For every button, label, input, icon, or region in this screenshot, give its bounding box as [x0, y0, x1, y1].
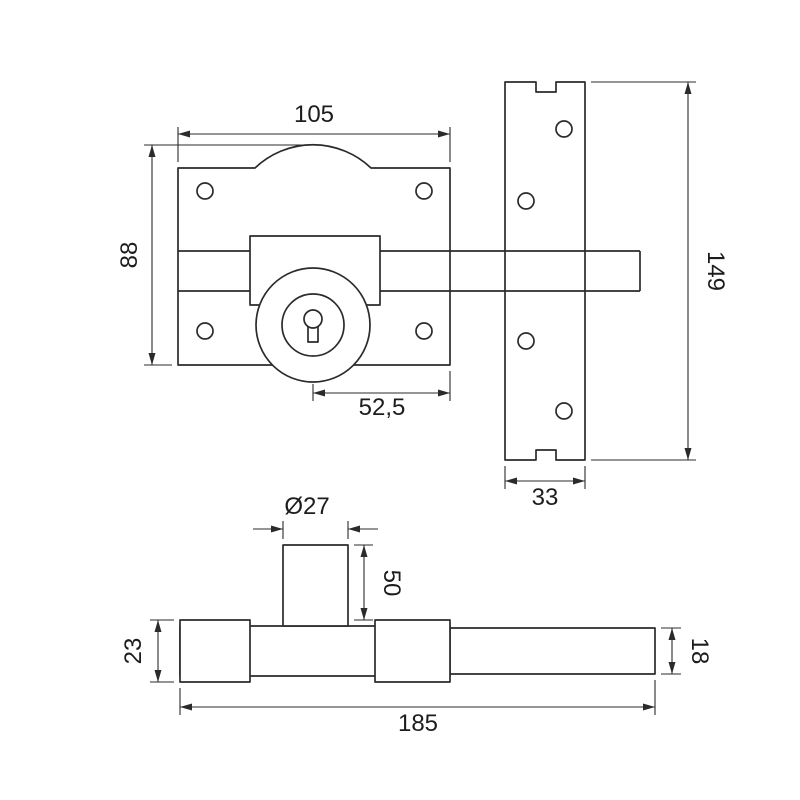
plate-screw-hole	[415, 322, 433, 340]
dim-label-plate-width: 105	[294, 101, 334, 128]
keyhole-icon	[303, 309, 323, 329]
strike-screw-hole	[517, 192, 535, 210]
dim-27-extension-lines	[282, 521, 349, 539]
dim-label-strike-height: 149	[702, 251, 729, 291]
plate-screw-hole	[196, 182, 214, 200]
bolt-bar-lines	[178, 250, 641, 292]
dim-88-extension-lines	[144, 144, 310, 366]
strike-screw-hole	[517, 332, 535, 350]
dim-label-total-length: 185	[398, 710, 438, 737]
dim-185-extension-lines	[179, 680, 656, 715]
plate-screw-hole	[196, 322, 214, 340]
dim-label-cylinder-height: 50	[378, 570, 405, 597]
dim-label-cylinder-diameter: Ø27	[284, 493, 329, 520]
dim-label-strike-width: 33	[532, 484, 559, 511]
strike-screw-hole	[555, 120, 573, 138]
dim-label-body-thickness: 23	[120, 638, 147, 665]
side-bolt-lines	[450, 627, 656, 675]
strike-plate-outline	[504, 81, 586, 461]
dim-label-cylinder-offset: 52,5	[359, 394, 406, 421]
dim-18-extension-lines	[661, 627, 681, 675]
dim-label-plate-height: 88	[116, 242, 143, 269]
dim-label-bolt-thickness: 18	[686, 638, 713, 665]
side-right-block	[374, 619, 451, 683]
side-left-block	[179, 619, 251, 683]
dim-23-extension-lines	[150, 619, 174, 683]
side-cylinder	[282, 544, 349, 627]
dim-149-extension-lines	[591, 81, 696, 461]
plate-screw-hole	[415, 182, 433, 200]
strike-screw-hole	[555, 402, 573, 420]
keyhole-slot	[307, 326, 319, 343]
